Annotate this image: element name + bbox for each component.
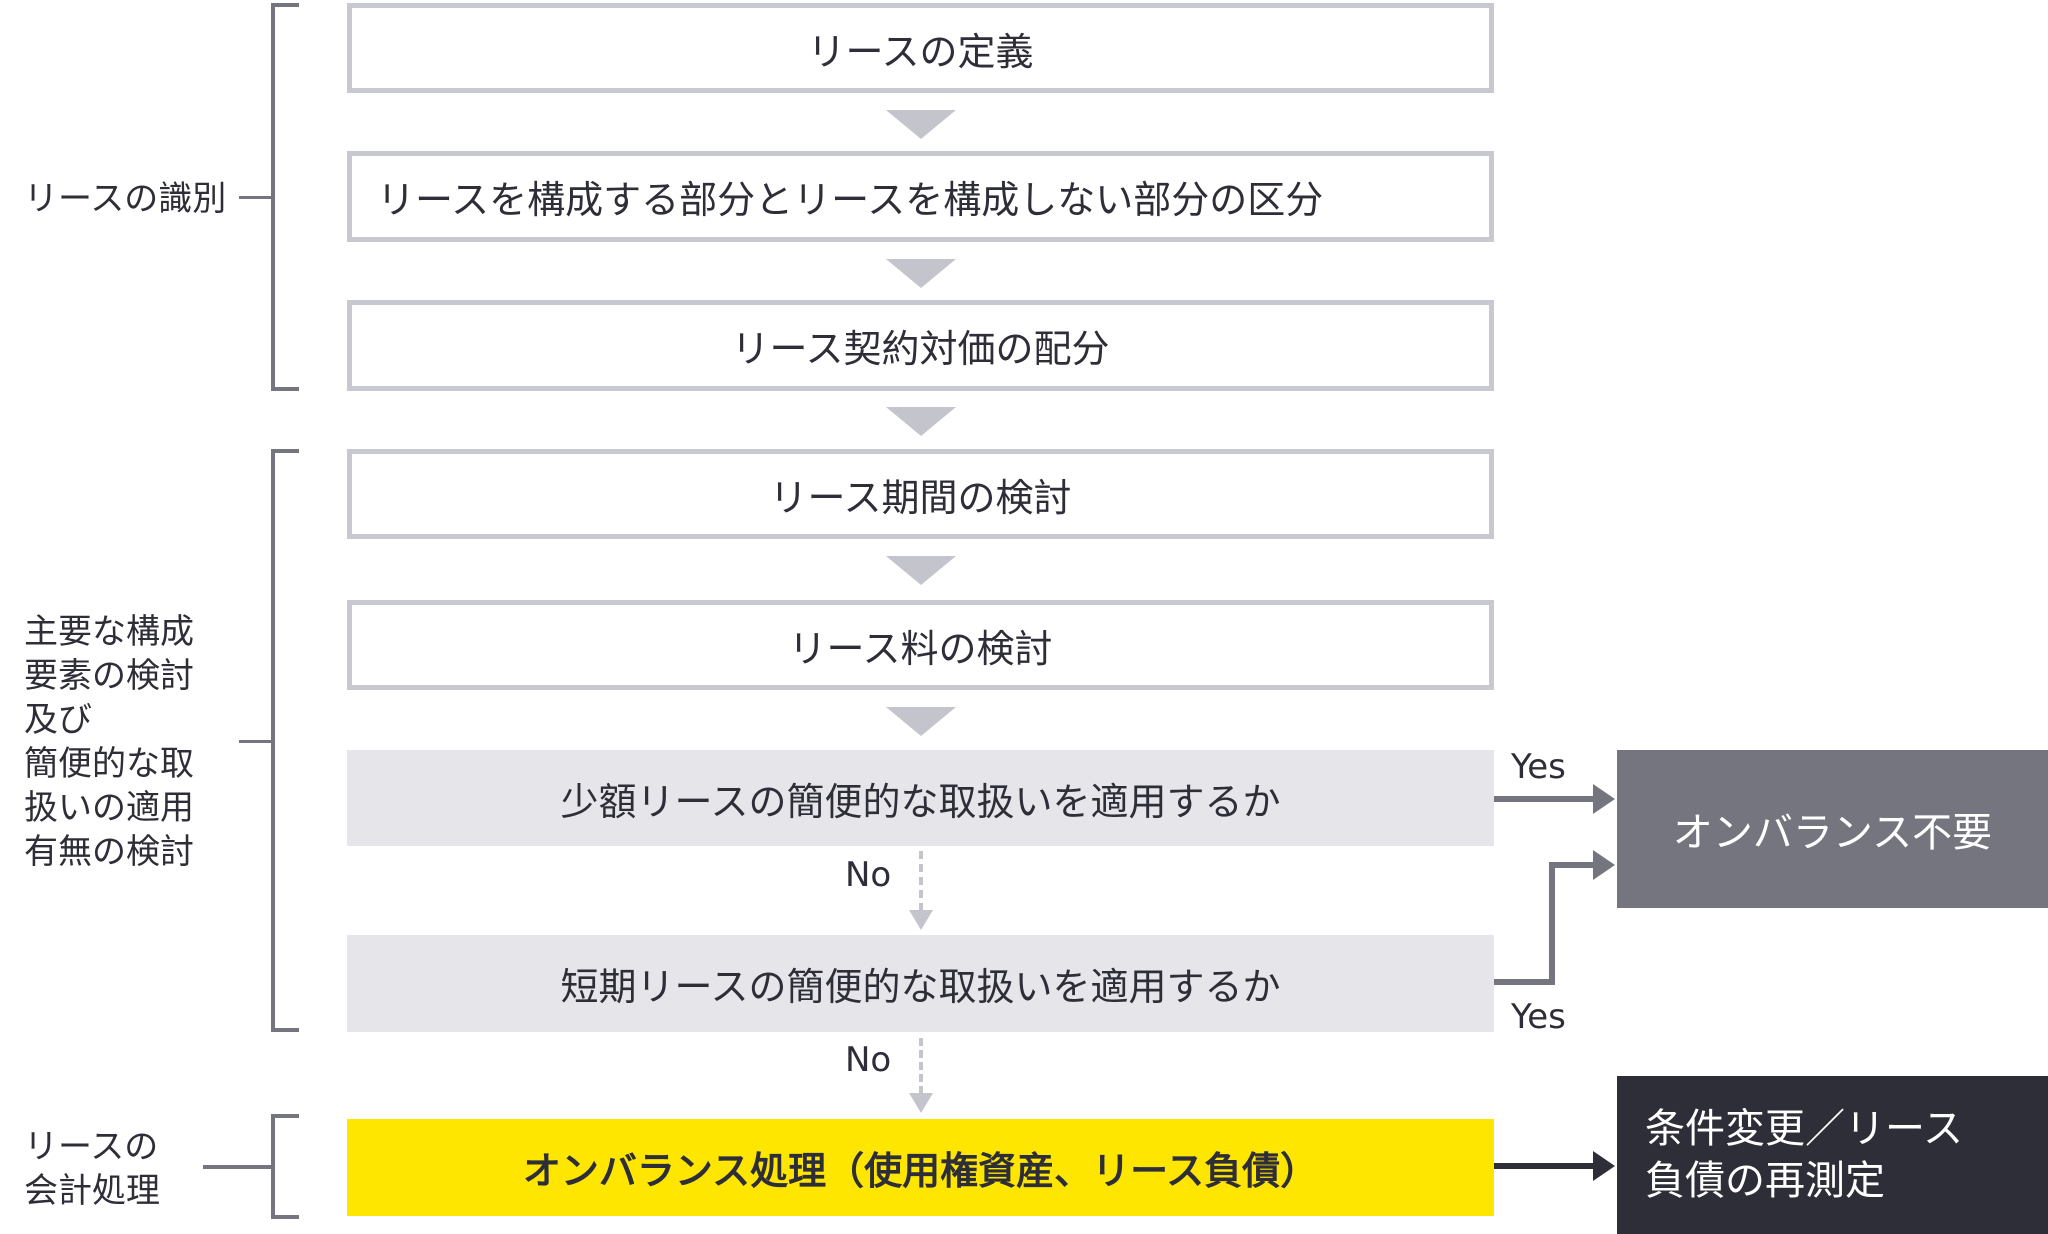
step-lease-term: リース期間の検討 (347, 449, 1494, 539)
dashed-connector (919, 1038, 923, 1094)
arrow-down-icon (886, 110, 956, 139)
arrow-down-icon (886, 707, 956, 736)
arrow-right-icon (1593, 784, 1615, 814)
outcome-line: 負債の再測定 (1645, 1158, 1885, 1204)
outcome-no-onbalance: オンバランス不要 (1617, 750, 2048, 908)
yes-connector (1549, 862, 1594, 868)
step-consideration-allocation: リース契約対価の配分 (347, 300, 1494, 391)
label-line: 要素の検討 (24, 656, 194, 696)
decision-low-value: 少額リースの簡便的な取扱いを適用するか (347, 750, 1494, 846)
no-label: No (845, 855, 892, 895)
step-lease-definition: リースの定義 (347, 3, 1494, 93)
label-line: 扱いの適用 (24, 788, 194, 828)
connector (1494, 1163, 1594, 1169)
step-onbalance: オンバランス処理（使用権資産、リース負債） (347, 1119, 1494, 1216)
step-lease-payments: リース料の検討 (347, 600, 1494, 690)
arrow-right-icon (1593, 1151, 1615, 1181)
label-line: 主要な構成 (24, 612, 194, 652)
group-label-identification: リースの識別 (24, 179, 227, 219)
dashed-connector (919, 851, 923, 911)
arrow-down-icon (886, 259, 956, 288)
yes-connector (1494, 979, 1555, 985)
yes-connector (1549, 862, 1555, 985)
yes-label: Yes (1511, 997, 1566, 1037)
label-line: 会計処理 (24, 1171, 160, 1211)
label-line: 簡便的な取 (24, 744, 194, 784)
label-line: 及び (24, 700, 92, 740)
arrow-down-icon (886, 556, 956, 585)
group-label-elements: 主要な構成 要素の検討 及び 簡便的な取 扱いの適用 有無の検討 (24, 610, 194, 874)
yes-label: Yes (1511, 747, 1566, 787)
arrow-down-icon (909, 910, 933, 930)
step-component-separation: リースを構成する部分とリースを構成しない部分の区分 (347, 151, 1494, 242)
no-label: No (845, 1040, 892, 1080)
arrow-right-icon (1593, 850, 1615, 880)
outcome-line: 条件変更／リース (1645, 1106, 1963, 1152)
outcome-remeasure: 条件変更／リース 負債の再測定 (1617, 1076, 2048, 1234)
arrow-down-icon (909, 1093, 933, 1113)
arrow-down-icon (886, 407, 956, 436)
decision-short-term: 短期リースの簡便的な取扱いを適用するか (347, 935, 1494, 1032)
yes-connector (1494, 796, 1594, 802)
group-label-accounting: リースの 会計処理 (24, 1125, 160, 1213)
label-line: 有無の検討 (24, 832, 194, 872)
label-line: リースの (24, 1127, 159, 1167)
